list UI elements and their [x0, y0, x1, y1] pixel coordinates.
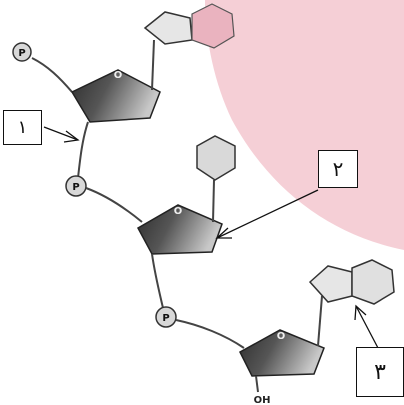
base-link-2: [212, 179, 215, 223]
label-1: ١: [17, 117, 28, 138]
background-tint: [205, 0, 404, 250]
phosphate-link-2: [85, 187, 143, 223]
phosphate-3-label: P: [162, 313, 169, 324]
base-3-hexagon: [351, 259, 395, 305]
base-1-hexagon: [191, 3, 235, 49]
base-2-hexagon: [196, 135, 236, 181]
phosphate-link-3: [175, 319, 245, 349]
base-link-3: [317, 295, 323, 347]
arrow-3: [354, 304, 379, 349]
phosphate-1-label: P: [18, 48, 25, 59]
sugar-3-oxygen: O: [277, 331, 286, 342]
nucleotide-1: P O: [12, 3, 235, 123]
arrow-1: [43, 126, 80, 143]
base-3-pentagon: [308, 265, 353, 303]
label-2: ٢: [332, 157, 344, 181]
sugar-3: [239, 329, 325, 377]
backbone-link-1: [77, 121, 89, 179]
backbone-link-2: [151, 253, 164, 309]
phosphate-2-label: P: [72, 182, 79, 193]
terminal-link: [255, 375, 259, 393]
sugar-1: [70, 69, 161, 123]
base-1-pentagon: [143, 11, 193, 45]
arrow-2: [215, 189, 319, 239]
nucleotide-3: O OH: [239, 259, 395, 405]
label-2-box: ٢: [318, 150, 358, 188]
phosphate-3: [155, 306, 177, 328]
sugar-2-oxygen: O: [174, 206, 183, 217]
phosphate-2: [65, 175, 87, 197]
phosphate-link-1: [31, 57, 73, 93]
base-link-1: [151, 39, 155, 91]
sugar-1-oxygen: O: [114, 70, 123, 81]
label-3: ٣: [374, 359, 386, 385]
label-1-box: ١: [3, 110, 42, 145]
phosphate-1: [12, 42, 32, 62]
label-3-box: ٣: [356, 347, 404, 397]
terminal-oh-label: OH: [254, 395, 271, 405]
